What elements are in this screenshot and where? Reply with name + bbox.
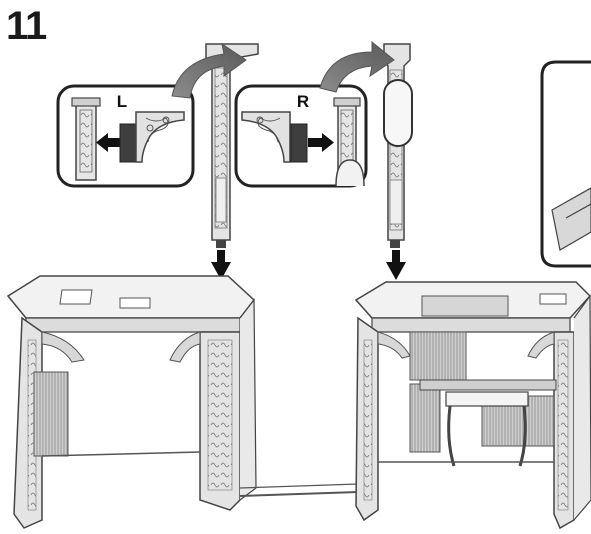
post-detail	[333, 97, 365, 187]
connector-piece	[290, 123, 308, 163]
cabinet-right	[354, 281, 591, 530]
callout-right-label: R	[297, 92, 309, 111]
ornamental-bracket	[241, 111, 291, 163]
cabinet-left	[6, 275, 359, 529]
down-arrow-icon	[211, 250, 231, 280]
down-arrow-icon	[386, 250, 406, 280]
right-arrow-icon	[308, 133, 334, 152]
post-left	[205, 43, 259, 248]
callout-partial	[540, 60, 591, 268]
left-arrow-icon	[96, 133, 122, 152]
callout-left: L	[56, 84, 195, 188]
step-number: 11	[6, 4, 47, 48]
curved-arrow-icon	[171, 42, 247, 99]
curved-arrow-icon	[319, 40, 395, 93]
connector-piece	[119, 123, 137, 163]
post-right	[383, 43, 413, 248]
ornamental-bracket	[135, 111, 185, 163]
callout-left-label: L	[117, 92, 127, 111]
post-detail	[71, 97, 101, 181]
callout-right: R	[234, 84, 368, 188]
